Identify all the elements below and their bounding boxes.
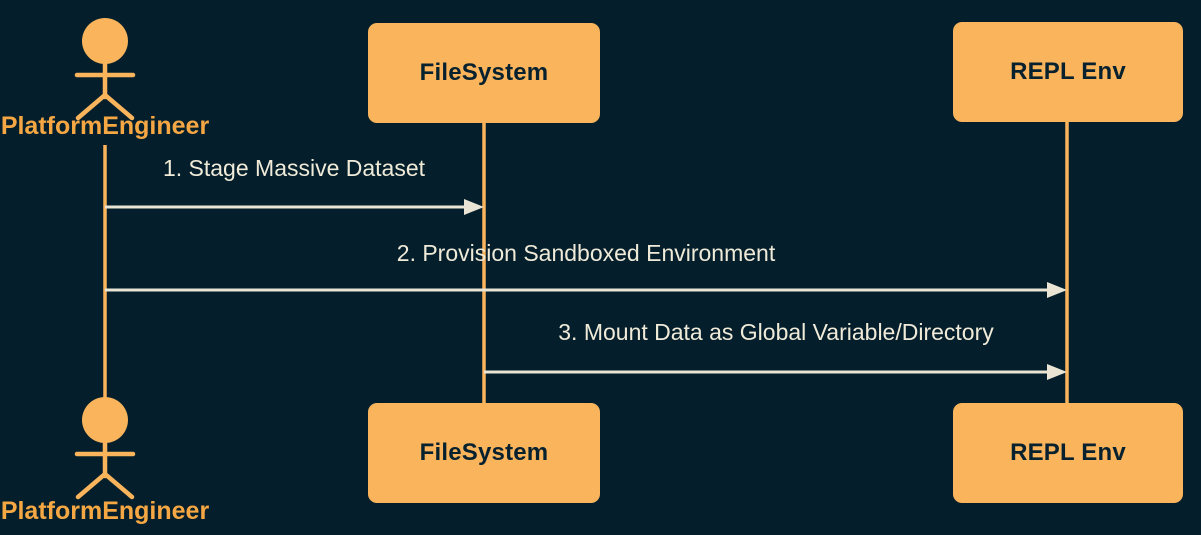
participant-filesystem-top: FileSystem bbox=[368, 23, 600, 123]
participant-repl-env-top: REPL Env bbox=[953, 22, 1183, 122]
actor-leg-left bbox=[75, 92, 108, 121]
actor-leg-right bbox=[102, 92, 135, 121]
message-arrowhead-1 bbox=[464, 199, 484, 215]
participant-label: REPL Env bbox=[1010, 58, 1126, 85]
actor-leg-left bbox=[75, 471, 108, 500]
actor-label-platform-engineer-bottom: PlatformEngineer bbox=[0, 497, 210, 525]
participant-filesystem-bottom: FileSystem bbox=[368, 403, 600, 503]
message-label-2: 2. Provision Sandboxed Environment bbox=[396, 240, 776, 266]
actor-label-platform-engineer-top: PlatformEngineer bbox=[0, 112, 210, 140]
message-arrowhead-2 bbox=[1047, 282, 1067, 298]
actor-figure-top bbox=[74, 18, 136, 121]
actor-figure-bottom bbox=[74, 397, 136, 500]
participant-label: REPL Env bbox=[1010, 439, 1126, 466]
participant-label: FileSystem bbox=[419, 439, 549, 466]
participant-label: FileSystem bbox=[419, 59, 549, 86]
message-label-3: 3. Mount Data as Global Variable/Directo… bbox=[558, 319, 994, 345]
participant-repl-env-bottom: REPL Env bbox=[953, 403, 1183, 503]
message-label-1: 1. Stage Massive Dataset bbox=[162, 155, 426, 181]
actor-head bbox=[82, 18, 128, 64]
actor-leg-right bbox=[102, 471, 135, 500]
message-arrowhead-3 bbox=[1047, 364, 1067, 380]
actor-head bbox=[82, 397, 128, 443]
